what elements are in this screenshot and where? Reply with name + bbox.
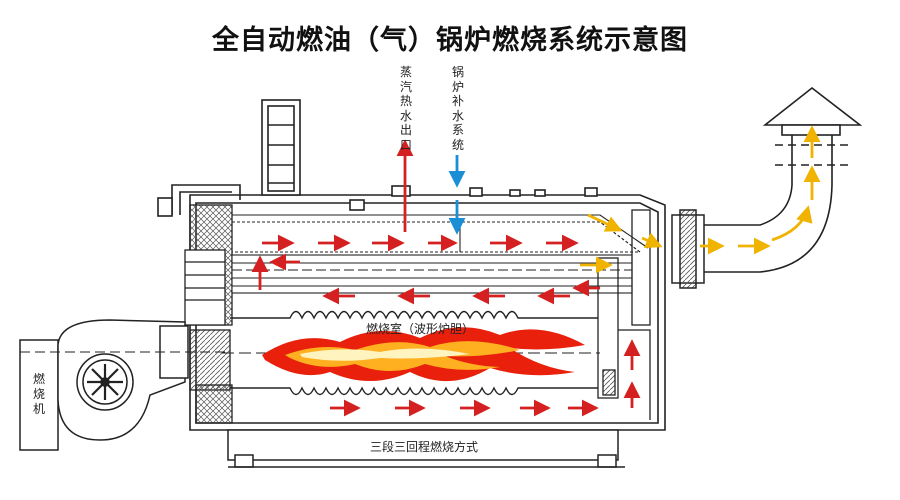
flue-flow-arrows bbox=[580, 125, 821, 274]
front-smokebox bbox=[184, 204, 233, 424]
burner-label: 燃烧机 bbox=[32, 372, 45, 416]
flame bbox=[262, 327, 585, 382]
three-pass-label: 三段三回程燃烧方式 bbox=[370, 440, 479, 454]
diagram-title: 全自动燃油（气）锅炉燃烧系统示意图 bbox=[212, 25, 688, 56]
boiler-base bbox=[227, 429, 625, 468]
water-supply-label: 锅炉补水系统 bbox=[451, 65, 464, 152]
combustion-chamber-label: 燃烧室（波形炉胆） bbox=[366, 322, 475, 336]
chimney bbox=[700, 86, 863, 273]
steam-outlet-label: 蒸汽热水出口 bbox=[399, 65, 412, 152]
flue-connector bbox=[671, 209, 705, 289]
burner bbox=[19, 319, 230, 451]
tube-bank bbox=[231, 214, 649, 294]
hot-flow-arrows bbox=[251, 139, 641, 417]
